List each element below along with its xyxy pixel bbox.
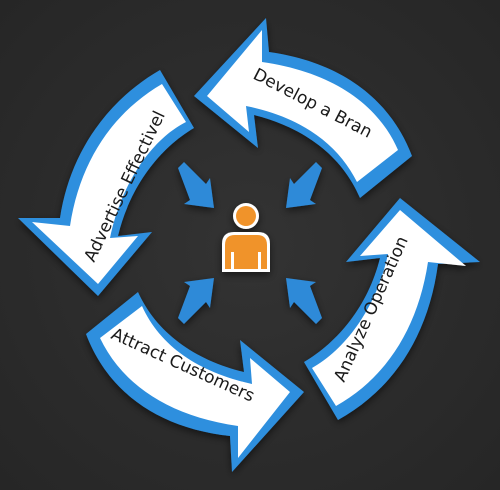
- pointer-arrow-top-right: [286, 162, 322, 208]
- advertise-arrow: [18, 70, 194, 296]
- person-icon: [222, 203, 270, 272]
- develop-brand-arrow: [194, 18, 412, 198]
- pointer-arrow-top-left: [178, 162, 214, 208]
- pointer-arrow-bottom-right: [286, 278, 322, 324]
- analyze-arrow: [304, 198, 480, 420]
- attract-arrow: [86, 292, 304, 472]
- pointer-arrow-bottom-left: [178, 278, 214, 324]
